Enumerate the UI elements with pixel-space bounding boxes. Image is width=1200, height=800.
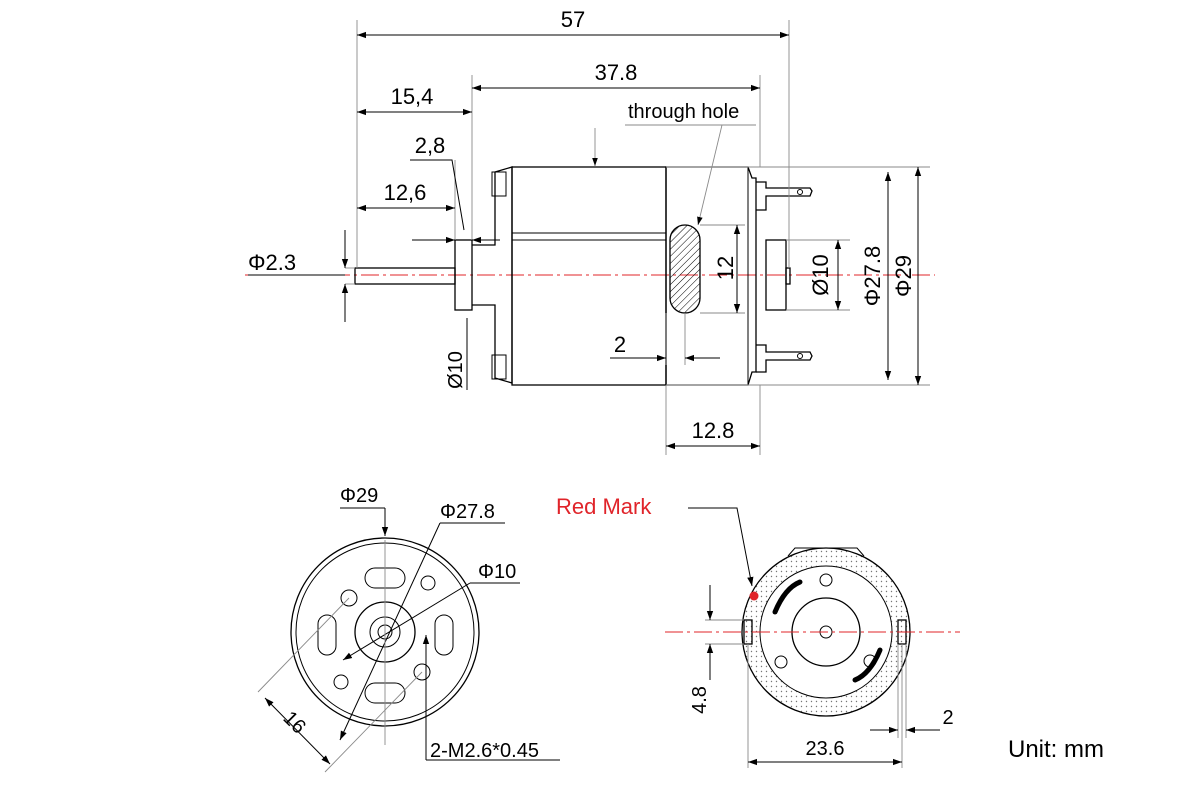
front-small-hole-a: [333, 674, 349, 690]
dim-body-inner-diameter: Φ27.8: [860, 246, 885, 306]
dim-body-length: 37.8: [595, 60, 638, 85]
front-boss-diameter-label: Φ10: [478, 561, 516, 583]
front-slot-right: [434, 614, 454, 656]
rear-top-notch: [787, 547, 865, 557]
front-spacing-dim: [264, 697, 331, 765]
motor-shaft: [354, 267, 456, 285]
terminal-top: [756, 181, 813, 211]
through-hole-slot: [669, 224, 701, 314]
terminal-bottom: [756, 344, 813, 373]
front-boss-leader: [342, 582, 471, 661]
rear-view: Red Mark 4.8 2 23.6: [556, 494, 960, 768]
front-cap-bump-top: [491, 171, 507, 197]
dim-shaft-diameter: Φ2.3: [248, 250, 296, 275]
through-hole-leader: [697, 124, 723, 226]
front-boss: [454, 239, 473, 311]
terminal-top-hole: [797, 189, 803, 195]
through-hole-label: through hole: [628, 101, 739, 123]
front-cap-bump-bottom: [491, 354, 507, 380]
rear-terminal-width: 2: [942, 707, 953, 729]
rear-brush-arc-a: [772, 579, 803, 615]
front-spacing-ext-b: [324, 671, 423, 773]
rear-brush-arc-b: [852, 647, 883, 683]
terminal-bottom-hole: [797, 353, 803, 359]
motor-housing: [511, 166, 667, 386]
dim-shaft-length: 15,4: [391, 84, 434, 109]
front-hole-spacing: 16: [279, 707, 310, 738]
dim-leader-flange: [410, 159, 465, 231]
dim-body-outer-diameter: Φ29: [891, 255, 916, 297]
red-mark-label: Red Mark: [556, 494, 652, 519]
dim-shaft-exposed: 12,6: [384, 180, 427, 205]
rear-terminal-spacing: 23.6: [806, 738, 845, 760]
dim-boss-diameter: Ø10: [445, 351, 467, 389]
front-mount-hole-b: [413, 663, 431, 681]
dim-flange-thickness: 2,8: [415, 133, 446, 158]
dim-hole-offset: 2: [614, 332, 626, 357]
front-outer-diameter-label: Φ29: [340, 485, 378, 507]
dim-end-cap-length: 12.8: [692, 418, 735, 443]
red-mark-leader: [688, 507, 754, 587]
rear-small-hole-left: [774, 655, 788, 669]
front-mount-holes-label: 2-M2.6*0.45: [430, 740, 539, 762]
red-mark-dot: [749, 591, 759, 601]
unit-label: Unit: mm: [1008, 736, 1104, 763]
front-small-hole-b: [420, 575, 436, 591]
front-spacing-ext-a: [257, 597, 350, 693]
rear-small-hole-top: [819, 573, 833, 587]
rear-terminal-height: 4.8: [689, 686, 711, 714]
front-inner-diameter-label: Φ27.8: [440, 501, 495, 523]
dim-hole-height: 12: [713, 256, 738, 280]
front-mount-hole-a: [340, 589, 358, 607]
side-view: 57 37.8 15,4 2,8 12,6 Φ2.3 Ø10 12 2 12.8: [245, 7, 935, 455]
dim-rear-boss-diameter: Ø10: [808, 254, 833, 296]
dim-overall-length: 57: [561, 7, 585, 32]
rear-shaft-stub: [785, 267, 791, 285]
front-slot-left: [317, 614, 337, 656]
front-view: Φ29 Φ27.8 Φ10 16 2-M2.6*0.45: [257, 485, 560, 773]
